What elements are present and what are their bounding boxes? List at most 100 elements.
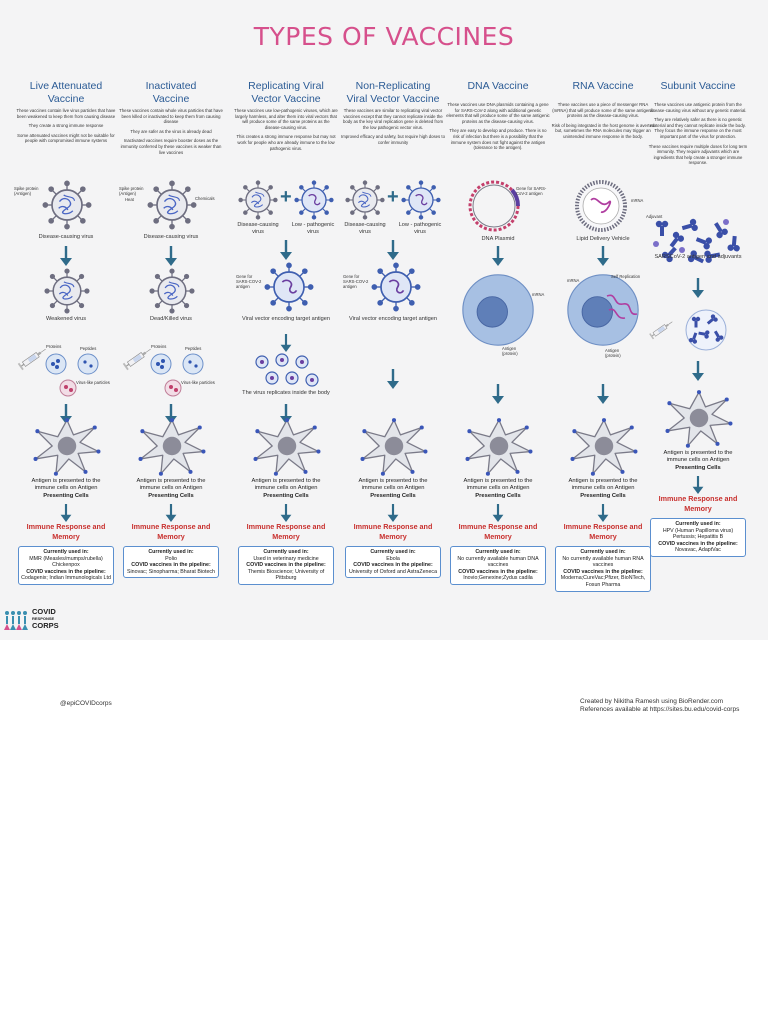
used-box-heading: COVID vaccines in the pipeline:	[126, 562, 216, 569]
down-arrow-icon	[492, 504, 504, 522]
immune-line: Memory	[119, 532, 223, 542]
used-box-item: No currently available human DNA vaccine…	[453, 556, 543, 569]
column-description: These vaccines use antigenic protein fro…	[646, 102, 750, 170]
immune-line: Memory	[341, 532, 445, 542]
column-description: These vaccines contain live virus partic…	[14, 108, 118, 148]
gene-label: Gene for SARS-COV-2 antigen	[236, 274, 262, 289]
disease-causing-virus-label: Disease-causing virus	[343, 222, 387, 236]
virus-like-particles-label: Virus-like particles	[76, 380, 116, 385]
immune-line: Immune Response and	[341, 522, 445, 532]
plus-sign: +	[387, 186, 399, 209]
down-arrow-icon	[597, 246, 609, 266]
down-arrow-icon	[387, 504, 399, 522]
footer-handle: @epiCOVIDcorps	[60, 700, 112, 707]
column-title: RNA Vaccine	[551, 80, 655, 93]
down-arrow-icon	[387, 334, 399, 424]
disease-causing-virus-icon	[238, 180, 278, 220]
adjuvant-label: Adjuvant	[646, 214, 672, 219]
low-pathogenic-virus-label: Low - pathogenic virus	[395, 222, 445, 236]
immune-line: Immune Response and	[14, 522, 118, 532]
footer-refs: References available at https://sites.bu…	[580, 706, 739, 714]
used-box-heading: COVID vaccines in the pipeline:	[241, 562, 331, 569]
apc-line: immune cells on Antigen	[236, 485, 336, 492]
dead-virus-label: Dead/Killed virus	[119, 316, 223, 323]
used-box-item: Polio	[126, 556, 216, 563]
description-paragraph: This creates a strong immune response bu…	[234, 134, 338, 151]
apc-line: Presenting Cells	[648, 465, 748, 472]
column-title-line: Replicating Viral	[234, 80, 338, 93]
mrna-label: mRNA	[532, 292, 550, 297]
proteins-label: Proteins	[151, 344, 181, 349]
column-title-line: Vaccine	[14, 93, 118, 106]
apc-line: Presenting Cells	[16, 493, 116, 500]
column-title: InactivatedVaccine	[119, 80, 223, 106]
used-box-heading: COVID vaccines in the pipeline:	[558, 569, 648, 576]
heat-label: Heat	[125, 197, 143, 202]
apc-line: immune cells on Antigen	[121, 485, 221, 492]
footer-credit-block: Created by Nikitha Ramesh using BioRende…	[580, 698, 739, 714]
column-title: Live AttenuatedVaccine	[14, 80, 118, 106]
column-replicating-viral-vector-vaccine: Replicating ViralVector VaccineThese vac…	[234, 76, 338, 616]
description-paragraph: Inactivated vaccines require booster dos…	[119, 138, 223, 155]
logo-line-1: COVID	[32, 608, 59, 615]
used-box-item: Novavac, AdaptVac	[653, 547, 743, 554]
column-description: These vaccines use a piece of messenger …	[551, 102, 655, 144]
used-box-item: MMR (Measles/mumps/rubella)	[21, 556, 111, 563]
apc-line: immune cells on Antigen	[16, 485, 116, 492]
apc-line: Antigen is presented to the	[343, 478, 443, 485]
disease-causing-virus-label: Disease-causing virus	[119, 234, 223, 241]
column-title: Subunit Vaccine	[646, 80, 750, 93]
mrna-label: mRNA	[567, 278, 585, 283]
column-title-line: Vector Vaccine	[234, 93, 338, 106]
viral-vector-label: Viral vector encoding target antigen	[343, 316, 443, 323]
viral-vector-icon	[371, 262, 421, 312]
syringe-icon	[646, 310, 676, 350]
immune-line: Immune Response and	[119, 522, 223, 532]
virus-icon	[44, 268, 90, 314]
column-description: These vaccines are similar to replicatin…	[341, 108, 445, 150]
apc-description: Antigen is presented to theimmune cells …	[16, 478, 116, 500]
dna-plasmid-icon	[464, 176, 524, 236]
used-box-heading: COVID vaccines in the pipeline:	[653, 541, 743, 548]
replicates-label: The virus replicates inside the body	[240, 390, 332, 397]
lipid-delivery-vehicle-icon	[571, 176, 631, 236]
down-arrow-icon	[492, 364, 504, 424]
description-paragraph: These vaccines use a piece of messenger …	[551, 102, 655, 119]
apc-line: Antigen is presented to the	[121, 478, 221, 485]
antigen-presenting-cell-icon	[567, 416, 641, 476]
immune-line: Immune Response and	[234, 522, 338, 532]
apc-line: Presenting Cells	[553, 493, 653, 500]
covid-corps-logo: COVID RESPONSE CORPS	[4, 606, 74, 632]
apc-line: immune cells on Antigen	[648, 457, 748, 464]
down-arrow-icon	[280, 334, 292, 352]
down-arrow-icon	[280, 240, 292, 260]
currently-used-box: Currently used in:No currently available…	[555, 546, 651, 592]
weakened-virus-label: Weakened virus	[14, 316, 118, 323]
immune-line: Immune Response and	[446, 522, 550, 532]
chemicals-label: Chemicals	[195, 196, 223, 201]
used-box-heading: COVID vaccines in the pipeline:	[453, 569, 543, 576]
currently-used-box: Currently used in:HPV (Human Papilloma v…	[650, 518, 746, 557]
description-paragraph: These vaccines use antigenic protein fro…	[646, 102, 750, 113]
cell-icon	[460, 272, 536, 348]
antigen-presenting-cell-icon	[662, 388, 736, 448]
spike-protein-label: Spike protein (Antigen)	[14, 186, 42, 196]
low-pathogenic-virus-label: Low - pathogenic virus	[288, 222, 338, 236]
used-box-heading: Currently used in:	[21, 549, 111, 556]
immune-line: Memory	[446, 532, 550, 542]
particles-icon	[42, 350, 112, 400]
down-arrow-icon	[692, 476, 704, 494]
proteins-label: Proteins	[46, 344, 76, 349]
used-box-item: Sinovac; Sinopharma; Bharat Biotech	[126, 569, 216, 576]
apc-line: immune cells on Antigen	[343, 485, 443, 492]
currently-used-box: Currently used in:No currently available…	[450, 546, 546, 585]
column-title: Non-ReplicatingViral Vector Vaccine	[341, 80, 445, 106]
apc-description: Antigen is presented to theimmune cells …	[553, 478, 653, 500]
immune-line: Memory	[646, 504, 750, 514]
virus-icon	[149, 268, 195, 314]
description-paragraph: Some attenuated vaccines might not be su…	[14, 133, 118, 144]
